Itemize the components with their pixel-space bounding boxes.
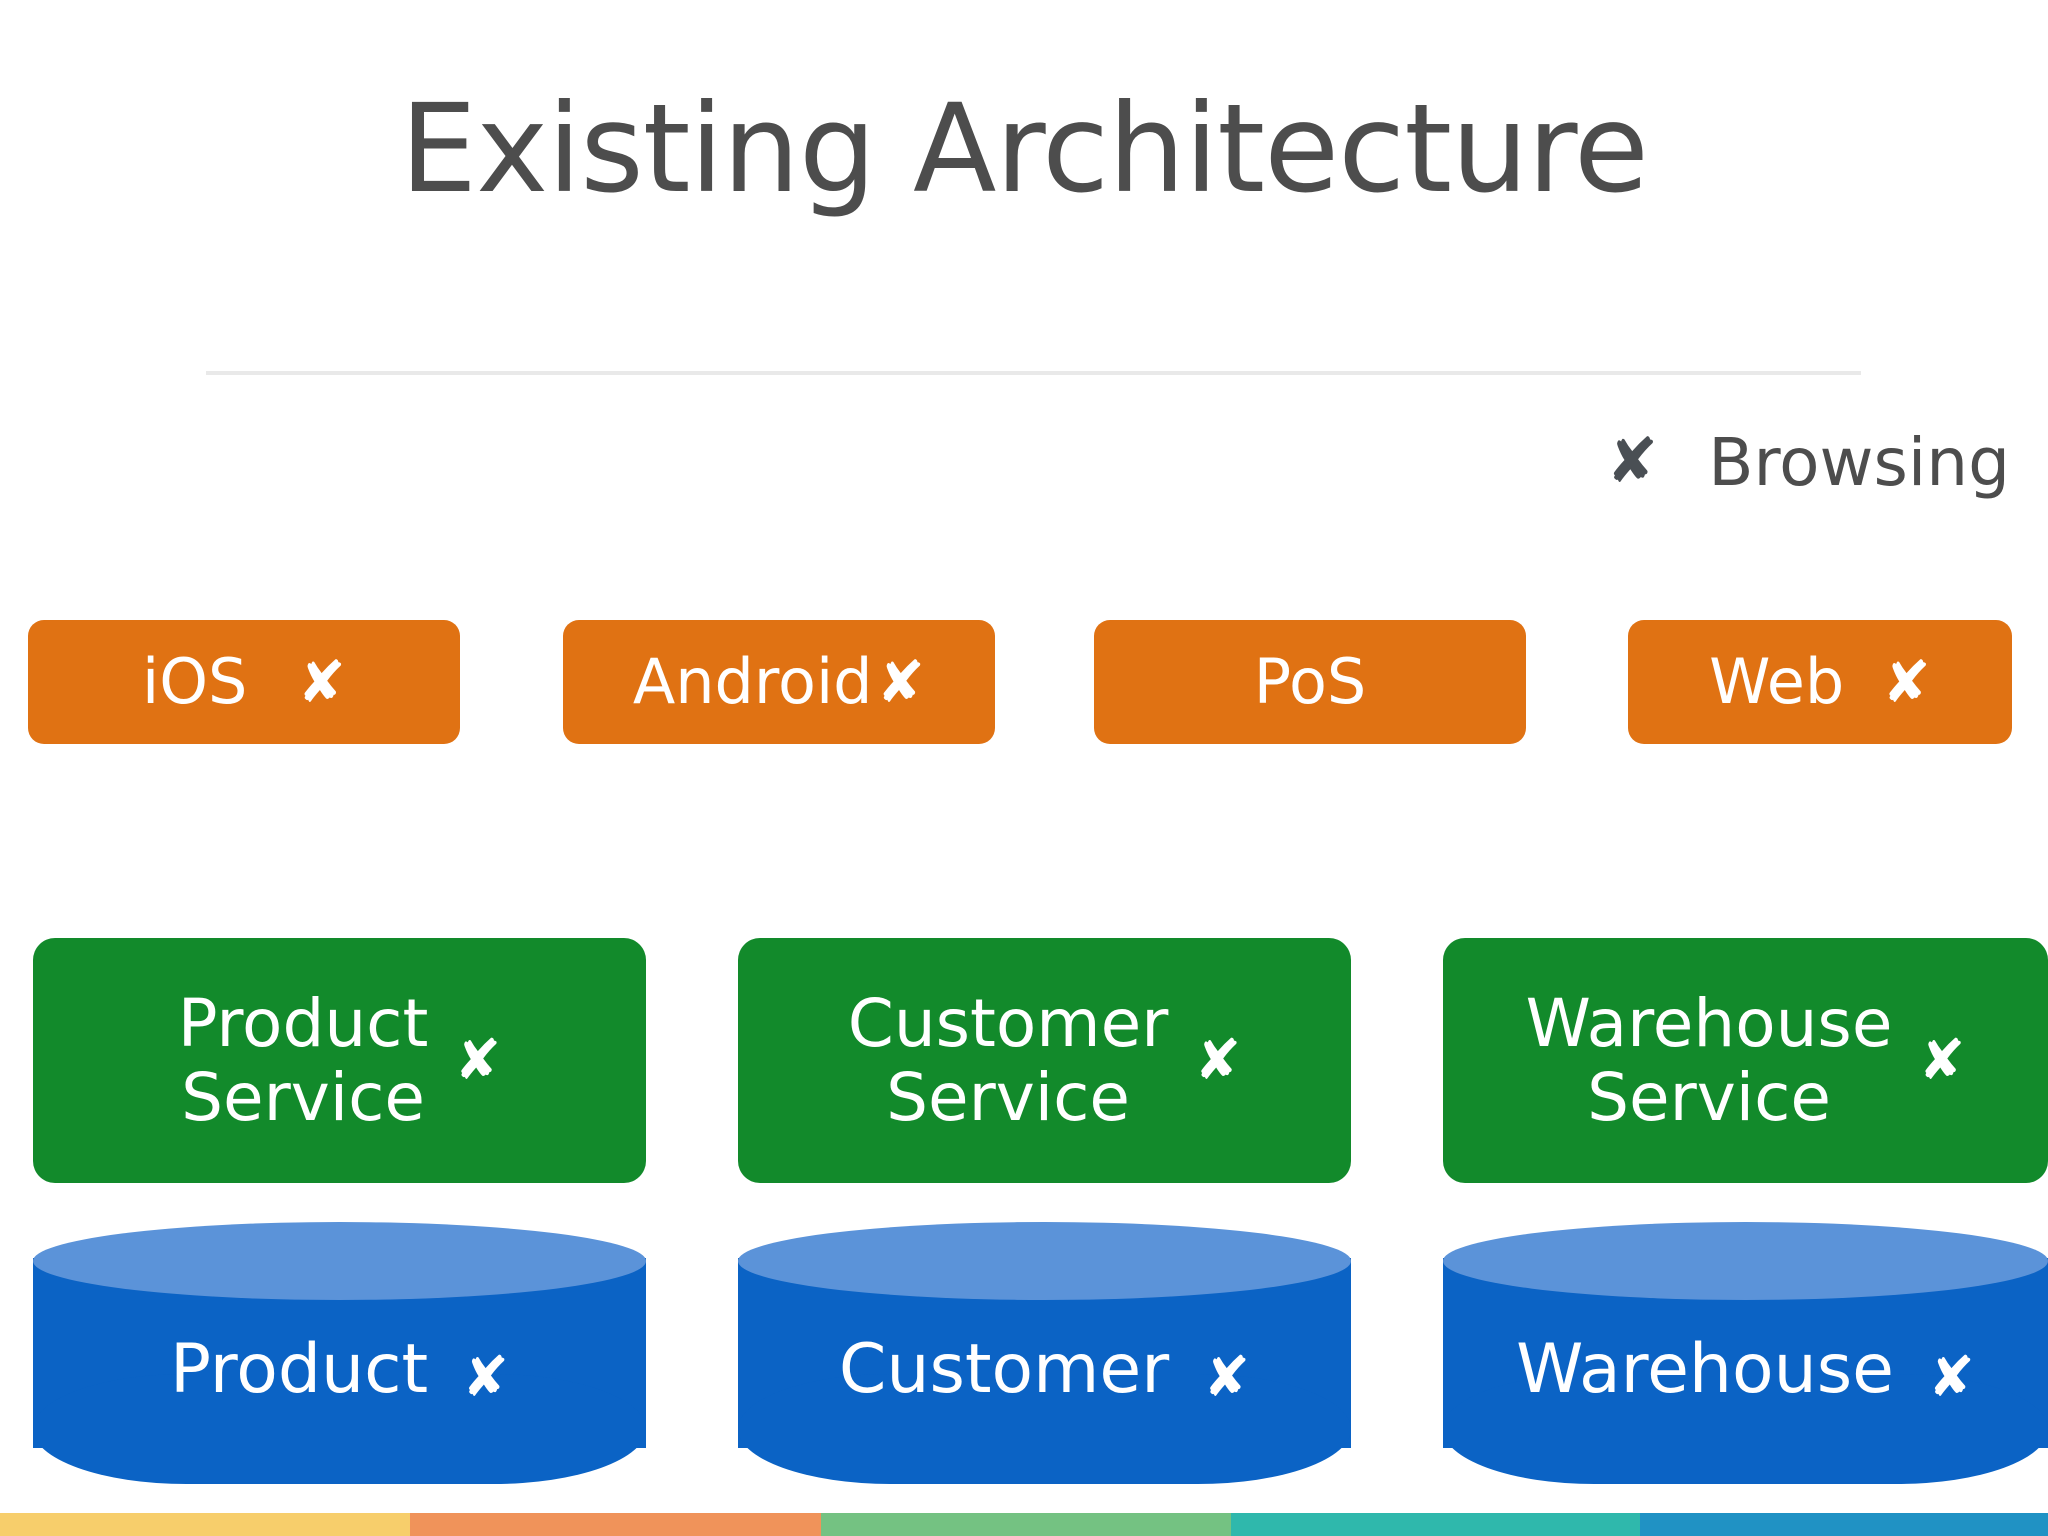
- cylinder-top-ellipse: [738, 1222, 1351, 1300]
- database-cylinder-warehouse[interactable]: Warehouse ✘: [1443, 1222, 2048, 1484]
- x-mark-icon: ✘: [1918, 1027, 1966, 1093]
- database-label: Customer: [838, 1330, 1170, 1409]
- database-layer: Product ✘ Customer ✘ Warehouse ✘: [0, 1222, 2048, 1484]
- database-cylinder-product[interactable]: Product ✘: [33, 1222, 646, 1484]
- x-mark-icon: ✘: [1606, 424, 1659, 497]
- client-label: Android: [632, 645, 873, 718]
- footer-segment-3: [821, 1513, 1231, 1536]
- service-box-customer-service[interactable]: Customer Service ✘: [738, 938, 1351, 1183]
- page-title: Existing Architecture: [400, 78, 1649, 220]
- x-mark-icon: ✘: [297, 648, 346, 716]
- x-mark-icon: ✘: [1203, 1345, 1251, 1410]
- service-label: Product Service: [177, 984, 429, 1136]
- client-layer: iOS ✘ Android ✘ PoS Web ✘: [0, 620, 2048, 744]
- cylinder-content: Customer ✘: [738, 1222, 1351, 1484]
- footer-segment-2: [409, 1513, 822, 1536]
- service-label: Customer Service: [847, 984, 1169, 1136]
- cylinder-bottom: [1443, 1374, 2048, 1484]
- client-label: PoS: [1253, 645, 1367, 718]
- cylinder-content: Warehouse ✘: [1443, 1222, 2048, 1484]
- cylinder-bottom: [33, 1374, 646, 1484]
- cylinder-top-ellipse: [33, 1222, 646, 1300]
- x-mark-icon: ✘: [1882, 648, 1931, 716]
- database-cylinder-customer[interactable]: Customer ✘: [738, 1222, 1351, 1484]
- cylinder-top-ellipse: [1443, 1222, 2048, 1300]
- x-mark-icon: ✘: [1194, 1027, 1242, 1093]
- client-box-ios[interactable]: iOS ✘: [28, 620, 460, 744]
- x-mark-icon: ✘: [462, 1345, 510, 1410]
- cylinder-content: Product ✘: [33, 1222, 646, 1484]
- footer-segment-5: [1640, 1513, 2048, 1536]
- database-label: Product: [169, 1330, 429, 1409]
- x-mark-icon: ✘: [1928, 1345, 1975, 1410]
- service-layer: Product Service ✘ Customer Service ✘ War…: [0, 938, 2048, 1183]
- x-mark-icon: ✘: [454, 1027, 502, 1093]
- client-box-web[interactable]: Web ✘: [1628, 620, 2012, 744]
- client-box-pos[interactable]: PoS: [1094, 620, 1526, 744]
- x-mark-icon: ✘: [876, 648, 926, 716]
- database-label: Warehouse: [1516, 1330, 1894, 1409]
- service-box-warehouse-service[interactable]: Warehouse Service ✘: [1443, 938, 2048, 1183]
- footer-segment-4: [1230, 1513, 1641, 1536]
- client-label: iOS: [142, 645, 248, 718]
- client-box-android[interactable]: Android ✘: [563, 620, 995, 744]
- legend: ✘ Browsing: [1606, 430, 2010, 496]
- title-divider: [206, 371, 1861, 375]
- footer-color-strip: [0, 1513, 2048, 1536]
- service-box-product-service[interactable]: Product Service ✘: [33, 938, 646, 1183]
- service-label: Warehouse Service: [1525, 984, 1893, 1136]
- footer-segment-1: [0, 1513, 410, 1536]
- client-label: Web: [1709, 645, 1845, 718]
- legend-label-browsing: Browsing: [1708, 424, 2010, 501]
- cylinder-bottom: [738, 1374, 1351, 1484]
